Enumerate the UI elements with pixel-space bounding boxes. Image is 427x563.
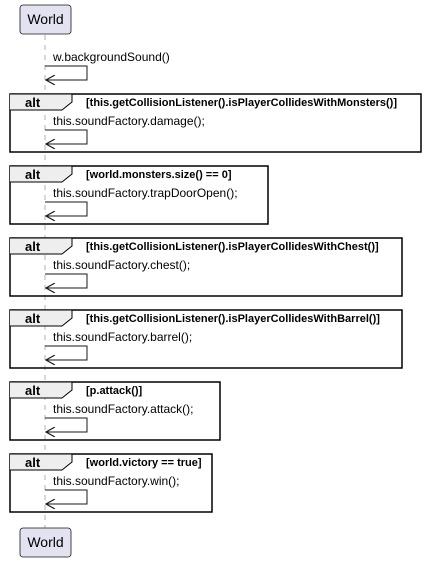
participant-top[interactable]: World: [19, 4, 72, 35]
fragment-4-message-label: this.soundFactory.barrel();: [53, 330, 192, 344]
participant-top-label: World: [27, 11, 63, 27]
fragment-5-keyword: alt: [25, 383, 41, 398]
fragment-3-guard: [this.getCollisionListener().isPlayerCol…: [86, 241, 379, 253]
fragment-4-guard: [this.getCollisionListener().isPlayerCol…: [86, 313, 380, 325]
fragment-6-keyword: alt: [25, 455, 41, 470]
fragment-5: alt [p.attack()] this.soundFactory.attac…: [9, 381, 221, 441]
fragment-1-message-label: this.soundFactory.damage();: [53, 114, 205, 128]
fragment-5-message-label: this.soundFactory.attack();: [53, 402, 194, 416]
fragment-3: alt [this.getCollisionListener().isPlaye…: [9, 237, 403, 297]
fragment-3-keyword: alt: [25, 239, 41, 254]
fragment-5-guard: [p.attack()]: [86, 385, 143, 397]
fragment-4-keyword: alt: [25, 311, 41, 326]
fragment-1-guard: [this.getCollisionListener().isPlayerCol…: [86, 97, 397, 109]
fragment-1: alt [this.getCollisionListener().isPlaye…: [9, 93, 422, 153]
fragment-6: alt [world.victory == true] this.soundFa…: [9, 453, 213, 513]
fragment-6-message-label: this.soundFactory.win();: [53, 474, 180, 488]
fragment-4: alt [this.getCollisionListener().isPlaye…: [9, 309, 403, 369]
fragment-2-message-label: this.soundFactory.trapDoorOpen();: [53, 186, 238, 200]
message-background-sound: w.backgroundSound(): [45, 50, 170, 80]
fragment-6-guard: [world.victory == true]: [86, 457, 202, 469]
fragment-3-message-label: this.soundFactory.chest();: [53, 258, 190, 272]
fragment-2-guard: [world.monsters.size() == 0]: [86, 169, 232, 181]
fragment-2-keyword: alt: [25, 167, 41, 182]
participant-bottom-label: World: [27, 534, 63, 550]
message-background-sound-label: w.backgroundSound(): [52, 50, 170, 64]
fragment-1-keyword: alt: [25, 95, 41, 110]
participant-bottom[interactable]: World: [19, 527, 72, 558]
fragment-2: alt [world.monsters.size() == 0] this.so…: [9, 165, 269, 225]
